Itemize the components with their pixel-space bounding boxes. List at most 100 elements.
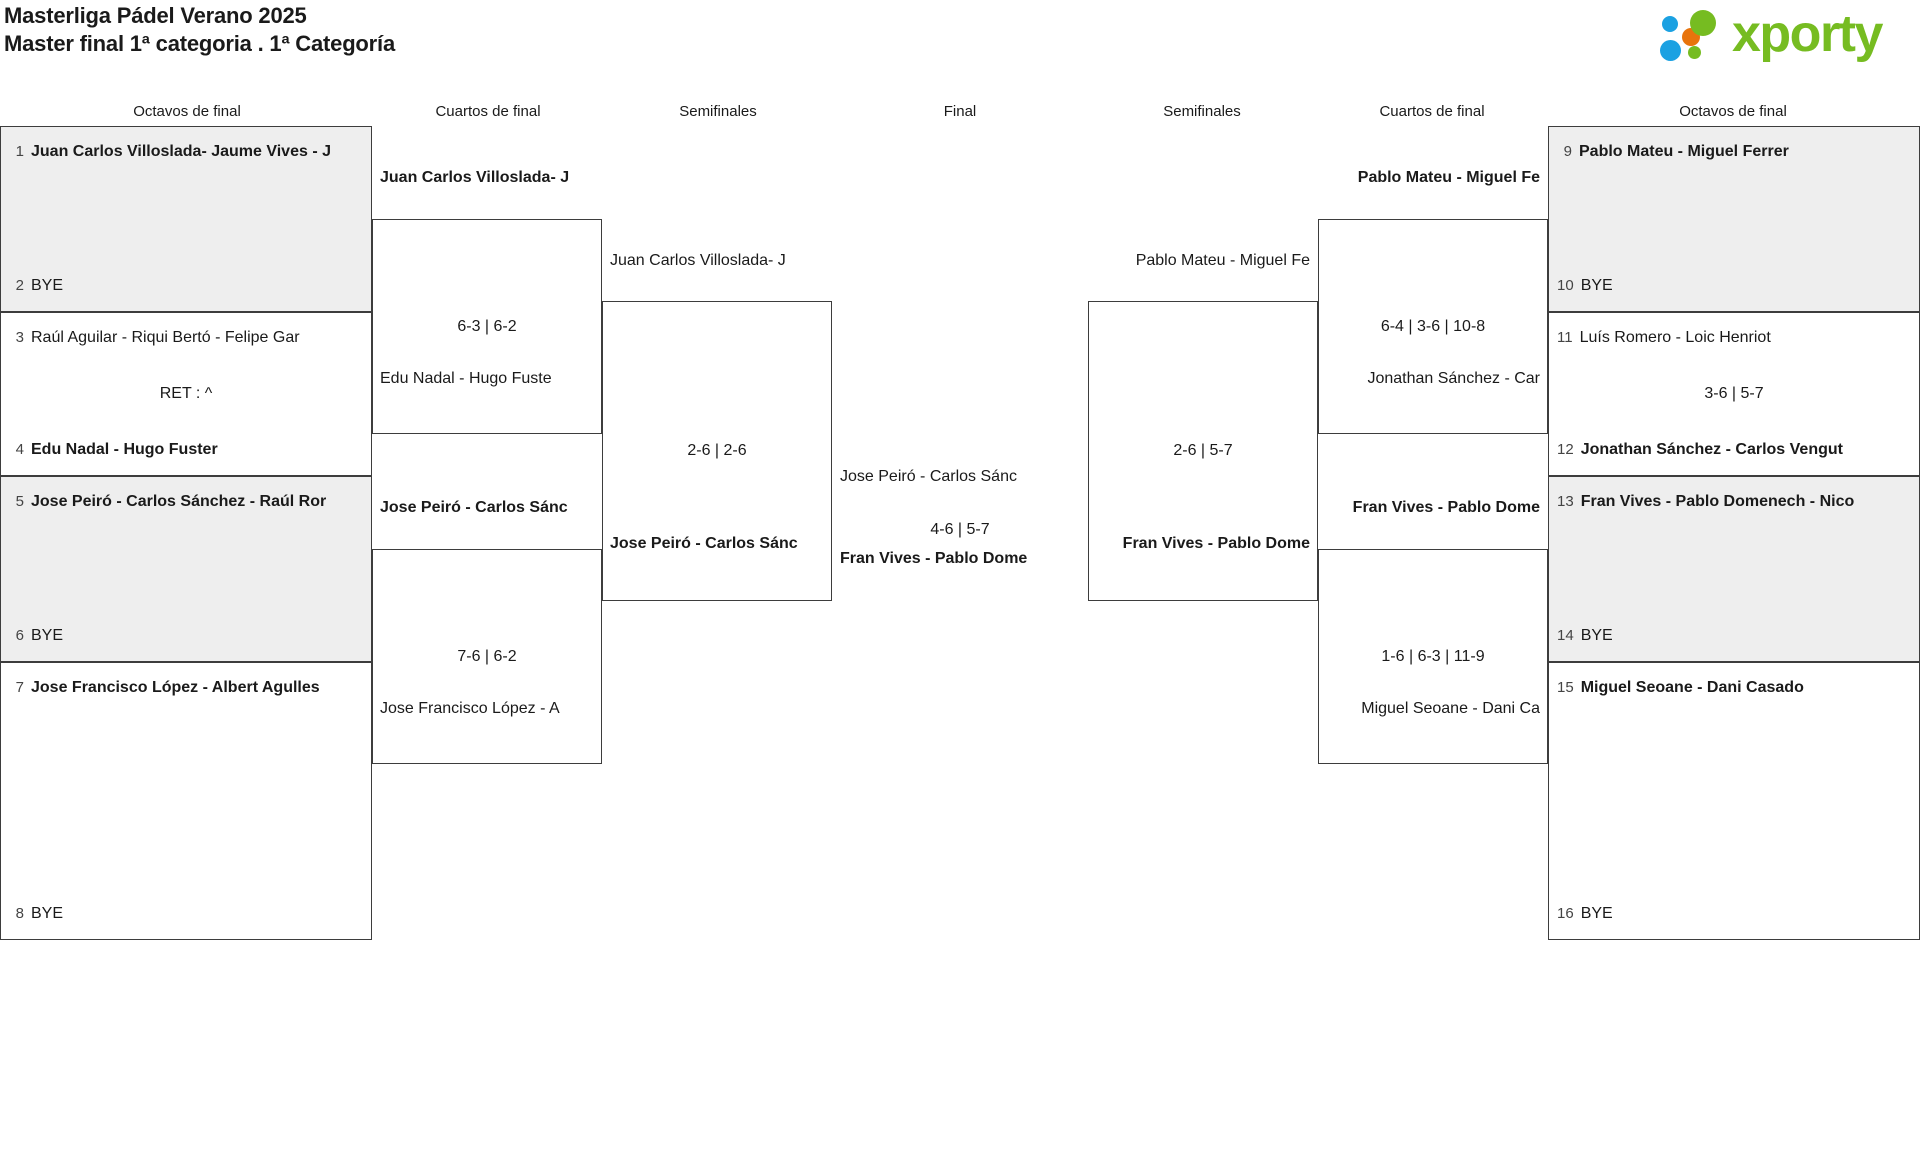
round-header-final: Final (943, 103, 977, 120)
match-box-left-r16-2[interactable]: 3 Raúl Aguilar - Riqui Bertó - Felipe Ga… (0, 312, 372, 476)
team-name: Raúl Aguilar - Riqui Bertó - Felipe Gar (31, 329, 300, 346)
team-name: BYE (1580, 277, 1613, 294)
team-name: BYE (31, 905, 64, 922)
match-slot-top[interactable]: 1 Juan Carlos Villoslada- Jaume Vives - … (1, 137, 371, 167)
advanced-team-left-qf-2-top[interactable]: Jose Peiró - Carlos Sánc (380, 499, 568, 516)
match-box-right-qf-1[interactable]: 6-4 | 3-6 | 10-8 (1318, 219, 1548, 434)
seed-number: 10 (1557, 277, 1574, 294)
advanced-team-right-qf-2-bottom[interactable]: Miguel Seoane - Dani Ca (1361, 700, 1540, 717)
team-name: Jonathan Sánchez - Carlos Vengut (1580, 441, 1843, 458)
advanced-team-right-qf-1-bottom[interactable]: Jonathan Sánchez - Car (1367, 370, 1540, 387)
advanced-team-left-qf-1-top[interactable]: Juan Carlos Villoslada- J (380, 169, 570, 186)
advanced-team-left-sf-top[interactable]: Juan Carlos Villoslada- J (610, 252, 786, 269)
match-score: 6-3 | 6-2 (457, 317, 517, 335)
advanced-team-left-sf-bottom[interactable]: Jose Peiró - Carlos Sánc (610, 535, 798, 552)
match-box-left-qf-2[interactable]: 7-6 | 6-2 (372, 549, 602, 764)
team-name: BYE (31, 277, 64, 294)
match-score: 4-6 | 5-7 (930, 521, 990, 538)
logo-wordmark: xporty (1732, 5, 1883, 63)
team-name: Luís Romero - Loic Henriot (1579, 329, 1771, 346)
round-header-left-qf: Cuartos de final (435, 103, 541, 120)
seed-number: 7 (15, 679, 24, 696)
team-name: Juan Carlos Villoslada- Jaume Vives - J (31, 143, 331, 160)
match-box-left-sf[interactable]: 2-6 | 2-6 (602, 301, 832, 601)
advanced-team-right-qf-2-top[interactable]: Fran Vives - Pablo Dome (1352, 499, 1540, 516)
advanced-team-final-top[interactable]: Jose Peiró - Carlos Sánc (840, 468, 1017, 485)
match-score: 2-6 | 5-7 (1173, 442, 1233, 459)
match-slot-top[interactable]: 9 Pablo Mateu - Miguel Ferrer (1549, 137, 1919, 167)
match-score: 2-6 | 2-6 (687, 442, 747, 459)
seed-number: 15 (1557, 679, 1574, 696)
match-slot-top[interactable]: 15 Miguel Seoane - Dani Casado (1549, 673, 1919, 703)
team-name: Jose Francisco López - Albert Agulles (31, 679, 320, 696)
match-slot-bottom[interactable]: 8 BYE (1, 899, 371, 929)
advanced-team-final-bottom[interactable]: Fran Vives - Pablo Dome (840, 550, 1028, 567)
match-slot-top[interactable]: 13 Fran Vives - Pablo Domenech - Nico (1549, 487, 1919, 517)
team-name: BYE (1580, 905, 1613, 922)
match-box-right-r16-3[interactable]: 13 Fran Vives - Pablo Domenech - Nico 14… (1548, 476, 1920, 662)
logo-dots-icon (1660, 10, 1730, 62)
match-box-left-qf-1[interactable]: 6-3 | 6-2 (372, 219, 602, 434)
seed-number: 2 (15, 277, 24, 294)
team-name: Pablo Mateu - Miguel Ferrer (1579, 143, 1789, 160)
team-name: Edu Nadal - Hugo Fuster (31, 441, 218, 458)
seed-number: 3 (15, 329, 24, 346)
match-score: RET : ^ (159, 385, 213, 402)
match-slot-top[interactable]: 7 Jose Francisco López - Albert Agulles (1, 673, 371, 703)
seed-number: 11 (1557, 329, 1573, 346)
seed-number: 4 (15, 441, 24, 458)
match-box-right-r16-4[interactable]: 15 Miguel Seoane - Dani Casado 16 BYE (1548, 662, 1920, 940)
round-header-left-sf: Semifinales (679, 103, 757, 120)
match-box-final[interactable]: 4-6 | 5-7 (832, 420, 1088, 640)
match-box-right-sf[interactable]: 2-6 | 5-7 (1088, 301, 1318, 601)
seed-number: 8 (15, 905, 24, 922)
seed-number: 13 (1557, 493, 1574, 510)
match-box-right-qf-2[interactable]: 1-6 | 6-3 | 11-9 (1318, 549, 1548, 764)
match-slot-bottom[interactable]: 16 BYE (1549, 899, 1919, 929)
seed-number: 16 (1557, 905, 1574, 922)
seed-number: 1 (15, 143, 24, 160)
xporty-logo[interactable]: xporty (1660, 4, 1910, 66)
match-box-right-r16-2[interactable]: 11 Luís Romero - Loic Henriot 3-6 | 5-7 … (1548, 312, 1920, 476)
team-name: Fran Vives - Pablo Domenech - Nico (1580, 493, 1855, 510)
match-box-left-r16-1[interactable]: 1 Juan Carlos Villoslada- Jaume Vives - … (0, 126, 372, 312)
team-name: BYE (1580, 627, 1613, 644)
match-box-left-r16-3[interactable]: 5 Jose Peiró - Carlos Sánchez - Raúl Ror… (0, 476, 372, 662)
match-slot-top[interactable]: 11 Luís Romero - Loic Henriot (1549, 323, 1919, 353)
tournament-subtitle: Master final 1ª categoria . 1ª Categoría (4, 31, 395, 56)
team-name: BYE (31, 627, 64, 644)
seed-number: 5 (15, 493, 24, 510)
match-slot-top[interactable]: 5 Jose Peiró - Carlos Sánchez - Raúl Ror (1, 487, 371, 517)
round-header-right-sf: Semifinales (1163, 103, 1241, 120)
tournament-title: Masterliga Pádel Verano 2025 (4, 3, 307, 28)
match-score: 3-6 | 5-7 (1704, 385, 1764, 402)
seed-number: 12 (1557, 441, 1574, 458)
match-slot-bottom[interactable]: 12 Jonathan Sánchez - Carlos Vengut (1549, 435, 1919, 465)
page-header: Masterliga Pádel Verano 2025 Master fina… (0, 0, 1920, 72)
advanced-team-right-sf-top[interactable]: Pablo Mateu - Miguel Fe (1135, 252, 1310, 269)
round-header-right-qf: Cuartos de final (1379, 103, 1485, 120)
match-slot-bottom[interactable]: 2 BYE (1, 271, 371, 301)
seed-number: 9 (1563, 143, 1572, 160)
match-score: 6-4 | 3-6 | 10-8 (1380, 317, 1486, 335)
seed-number: 6 (15, 627, 24, 644)
match-score: 1-6 | 6-3 | 11-9 (1381, 647, 1485, 665)
match-slot-bottom[interactable]: 6 BYE (1, 621, 371, 651)
team-name: Jose Peiró - Carlos Sánchez - Raúl Ror (31, 493, 327, 510)
round-header-right-r16: Octavos de final (1679, 103, 1787, 120)
advanced-team-right-sf-bottom[interactable]: Fran Vives - Pablo Dome (1122, 535, 1310, 552)
match-slot-bottom[interactable]: 4 Edu Nadal - Hugo Fuster (1, 435, 371, 465)
match-box-right-r16-1[interactable]: 9 Pablo Mateu - Miguel Ferrer 10 BYE (1548, 126, 1920, 312)
match-slot-top[interactable]: 3 Raúl Aguilar - Riqui Bertó - Felipe Ga… (1, 323, 371, 353)
advanced-team-left-qf-2-bottom[interactable]: Jose Francisco López - A (380, 700, 560, 717)
advanced-team-left-qf-1-bottom[interactable]: Edu Nadal - Hugo Fuste (380, 370, 552, 387)
team-name: Miguel Seoane - Dani Casado (1580, 679, 1804, 696)
match-slot-bottom[interactable]: 10 BYE (1549, 271, 1919, 301)
advanced-team-right-qf-1-top[interactable]: Pablo Mateu - Miguel Fe (1357, 169, 1540, 186)
seed-number: 14 (1557, 627, 1574, 644)
match-box-left-r16-4[interactable]: 7 Jose Francisco López - Albert Agulles … (0, 662, 372, 940)
round-header-left-r16: Octavos de final (133, 103, 241, 120)
match-slot-bottom[interactable]: 14 BYE (1549, 621, 1919, 651)
match-score: 7-6 | 6-2 (457, 647, 517, 665)
